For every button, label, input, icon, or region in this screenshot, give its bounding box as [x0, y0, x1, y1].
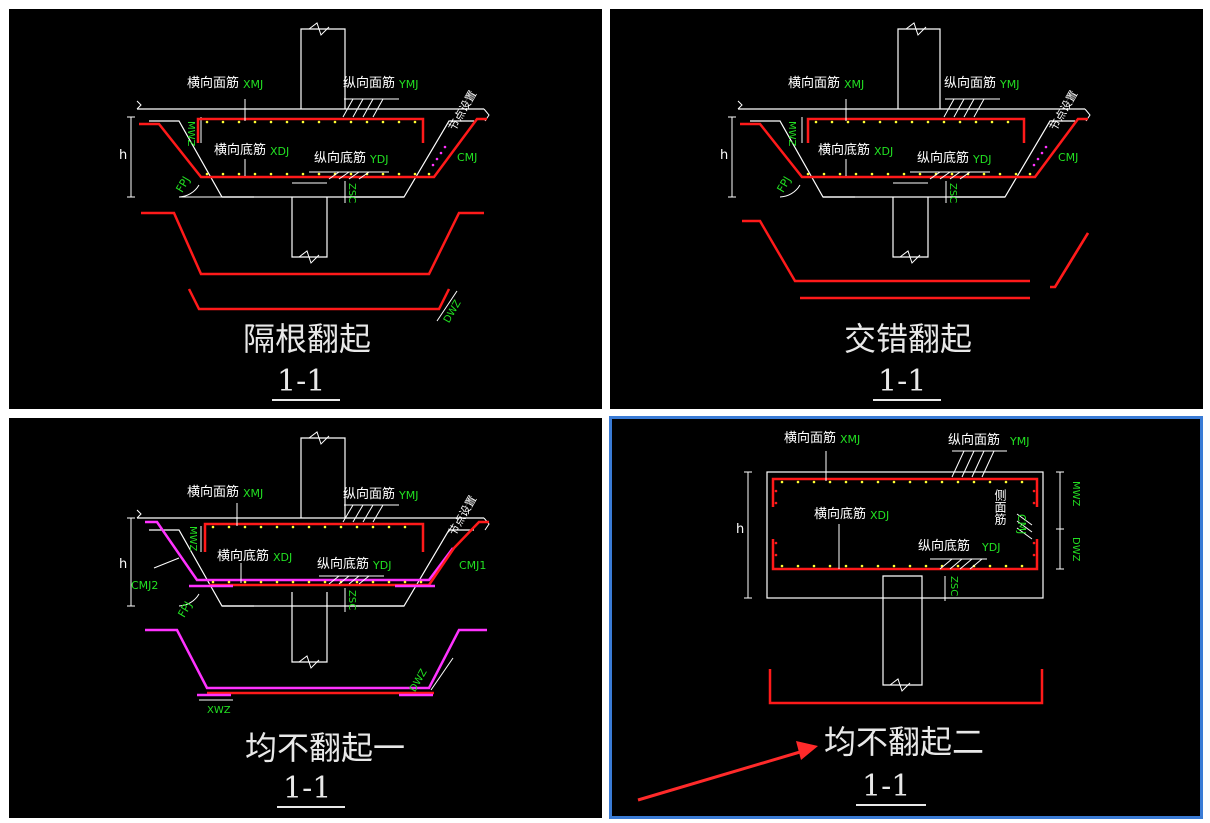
label-bottom-longitudinal: 纵向底筋 — [918, 539, 971, 554]
panel-alternate-bend-up[interactable]: 横向面筋 XMJ 纵向面筋 YMJ 横向底筋 XDJ 纵向底筋 YDJ CMJ … — [9, 9, 602, 409]
code-top-longitudinal: YMJ — [399, 489, 419, 502]
code-dwz: DWZ — [1070, 537, 1081, 562]
label-h: h — [119, 557, 128, 572]
panel-title: 均不翻起一 — [245, 729, 406, 767]
panel-1-drawing — [127, 22, 490, 322]
label-h: h — [736, 522, 745, 537]
section-label: 1-1 — [862, 769, 911, 804]
top-rebar-dots — [205, 120, 417, 124]
code-bottom-longitudinal: YDJ — [982, 541, 1001, 554]
label-bottom-transverse: 横向底筋 — [214, 143, 267, 158]
section-underline — [873, 399, 941, 401]
section-label: 1-1 — [283, 771, 332, 806]
label-bottom-transverse: 横向底筋 — [217, 549, 270, 564]
label-top-transverse: 横向面筋 — [788, 76, 841, 91]
code-top-longitudinal: YMJ — [1000, 78, 1020, 91]
code-side-bar: CMJ — [1015, 514, 1028, 535]
code-mwz: MWZ — [1070, 481, 1081, 507]
panel-no-bend-up-one[interactable]: 横向面筋 XMJ 纵向面筋 YMJ 横向底筋 XDJ 纵向底筋 YDJ CMJ1… — [9, 418, 602, 818]
section-label: 1-1 — [878, 364, 927, 399]
label-h: h — [720, 148, 729, 163]
code-bottom-transverse: XDJ — [874, 145, 894, 158]
code-bottom-transverse: XDJ — [270, 145, 290, 158]
label-side-bar: 侧面筋 — [993, 489, 1007, 525]
code-zsc: ZSC — [948, 576, 959, 597]
code-side-bar: CMJ — [1058, 151, 1079, 164]
code-side-bar: CMJ — [457, 151, 478, 164]
panel-no-bend-up-two[interactable]: 横向面筋 XMJ 纵向面筋 YMJ 横向底筋 XDJ 纵向底筋 YDJ 侧面筋 … — [609, 416, 1203, 819]
panel-title: 隔根翻起 — [243, 320, 372, 358]
label-top-longitudinal: 纵向面筋 — [343, 487, 396, 502]
label-bottom-longitudinal: 纵向底筋 — [917, 151, 970, 166]
panel-4-drawing — [744, 450, 1064, 705]
code-top-longitudinal: YMJ — [399, 78, 419, 91]
label-bottom-longitudinal: 纵向底筋 — [317, 557, 370, 572]
code-side-bar-1: CMJ1 — [459, 559, 487, 572]
code-bottom-transverse: XDJ — [273, 551, 293, 564]
section-label: 1-1 — [277, 364, 326, 399]
label-top-transverse: 横向面筋 — [187, 76, 240, 91]
label-bottom-transverse: 横向底筋 — [814, 507, 867, 522]
code-side-bar-2: CMJ2 — [131, 579, 159, 592]
code-top-transverse: XMJ — [243, 487, 264, 500]
code-top-transverse: XMJ — [243, 78, 264, 91]
label-bottom-longitudinal: 纵向底筋 — [314, 151, 367, 166]
label-top-longitudinal: 纵向面筋 — [343, 76, 396, 91]
code-bottom-transverse: XDJ — [870, 509, 890, 522]
panel-3-drawing — [127, 431, 490, 701]
section-underline — [277, 806, 345, 808]
label-top-transverse: 横向面筋 — [784, 431, 837, 446]
code-zsc: ZSC — [346, 183, 357, 204]
code-top-longitudinal: YMJ — [1010, 435, 1030, 448]
label-top-transverse: 横向面筋 — [187, 485, 240, 500]
code-zsc: ZSC — [346, 590, 357, 611]
panel-title: 均不翻起二 — [824, 723, 985, 761]
panel-staggered-bend-up[interactable]: 横向面筋 XMJ 纵向面筋 YMJ 横向底筋 XDJ 纵向底筋 YDJ CMJ … — [610, 9, 1203, 409]
code-top-transverse: XMJ — [840, 433, 861, 446]
code-bottom-longitudinal: YDJ — [373, 559, 392, 572]
code-mwz: MWZ — [185, 121, 196, 147]
code-bottom-longitudinal: YDJ — [370, 153, 389, 166]
code-mwz: MWZ — [786, 121, 797, 147]
code-xwz: XWZ — [207, 705, 231, 716]
label-bottom-transverse: 横向底筋 — [818, 143, 871, 158]
label-top-longitudinal: 纵向面筋 — [944, 76, 997, 91]
code-mwz: MWZ — [187, 526, 198, 552]
panel-title: 交错翻起 — [844, 320, 973, 358]
section-underline — [272, 399, 340, 401]
label-h: h — [119, 148, 128, 163]
section-underline — [856, 804, 926, 806]
code-bottom-longitudinal: YDJ — [973, 153, 992, 166]
code-zsc: ZSC — [947, 183, 958, 204]
code-top-transverse: XMJ — [844, 78, 865, 91]
label-top-longitudinal: 纵向面筋 — [948, 433, 1001, 448]
panel-2-drawing — [728, 22, 1091, 300]
